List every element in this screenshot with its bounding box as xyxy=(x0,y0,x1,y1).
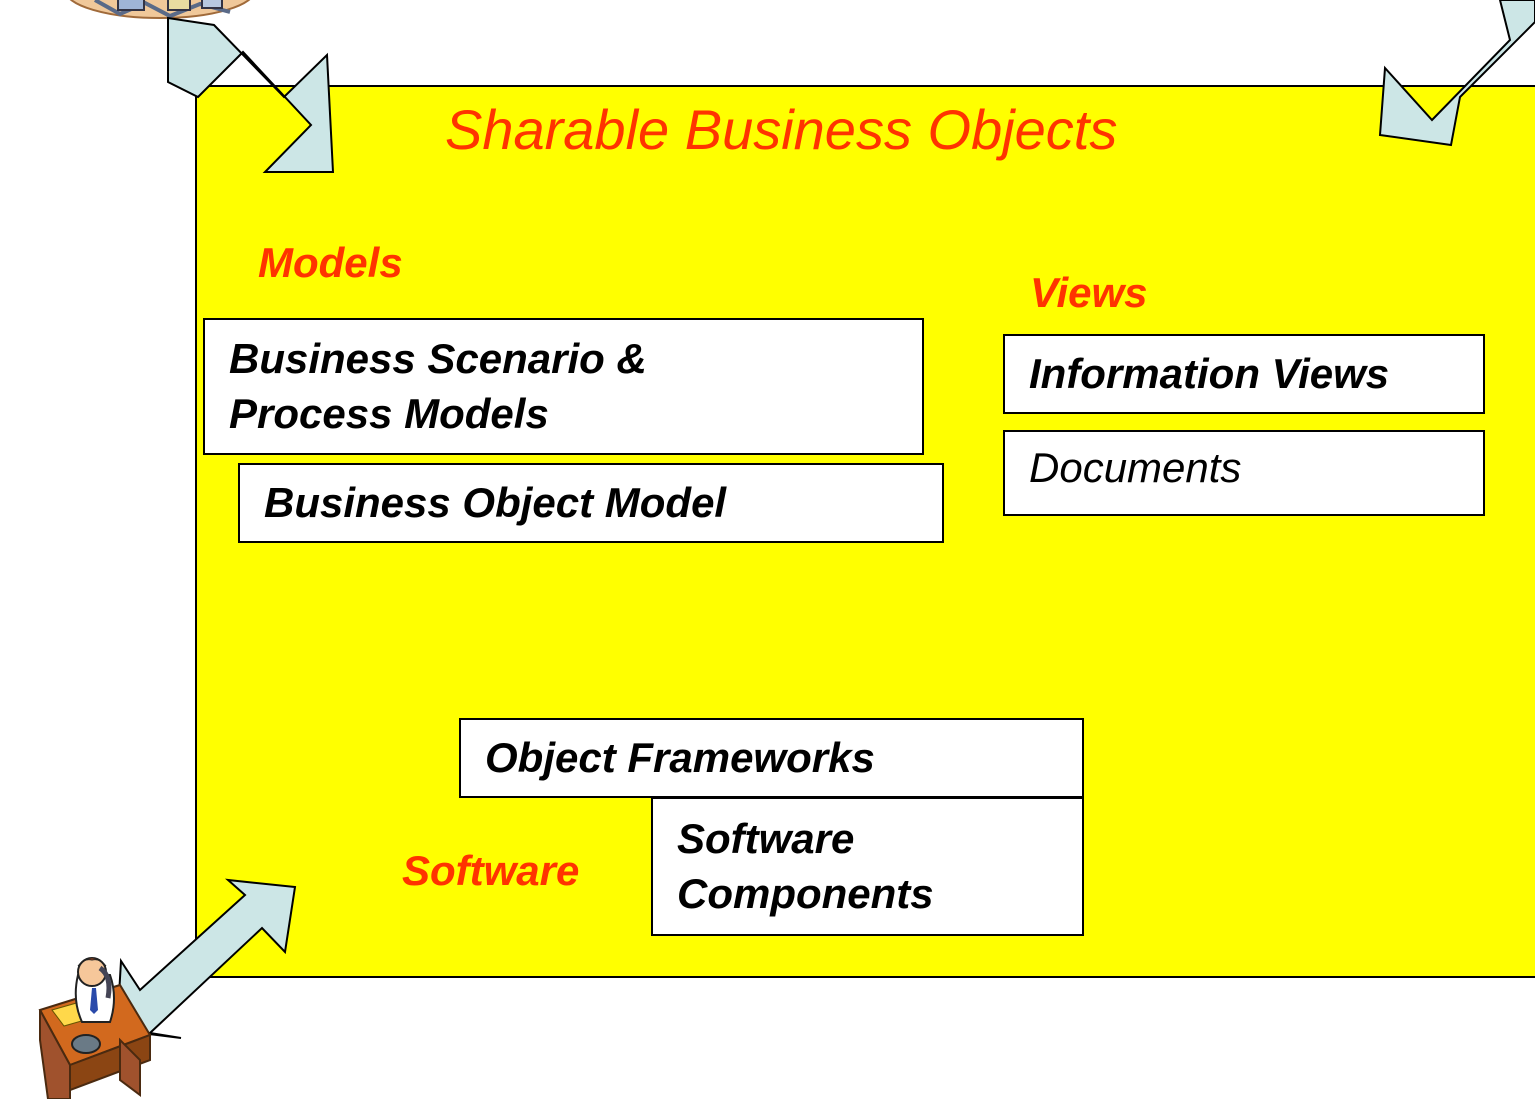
views-label: Views xyxy=(1030,269,1148,316)
arrow-top-right xyxy=(1378,0,1535,147)
object-frameworks-text: Object Frameworks xyxy=(485,733,875,781)
information-views-text: Information Views xyxy=(1029,349,1390,397)
business-object-model-box: Business Object Model xyxy=(238,463,944,543)
double-arrow-top-left xyxy=(167,16,335,173)
people-clipart-icon xyxy=(69,0,251,19)
business-scenario-line1: Business Scenario & xyxy=(229,334,647,382)
software-components-line1: Software xyxy=(677,814,855,862)
double-arrow-bottom-left xyxy=(115,878,297,1039)
diagram-title: Sharable Business Objects xyxy=(445,98,1118,161)
documents-text: Documents xyxy=(1029,443,1242,491)
software-label: Software xyxy=(402,847,580,894)
business-scenario-process-models-box: Business Scenario & Process Models xyxy=(203,318,924,455)
person-at-desk-phone-icon xyxy=(38,957,152,1099)
software-components-box: Software Components xyxy=(651,797,1084,936)
business-object-model-text: Business Object Model xyxy=(264,478,727,526)
documents-box: Documents xyxy=(1003,430,1485,516)
software-components-line2: Components xyxy=(677,869,934,917)
business-scenario-line2: Process Models xyxy=(229,389,549,437)
information-views-box: Information Views xyxy=(1003,334,1485,414)
models-label: Models xyxy=(258,239,403,286)
